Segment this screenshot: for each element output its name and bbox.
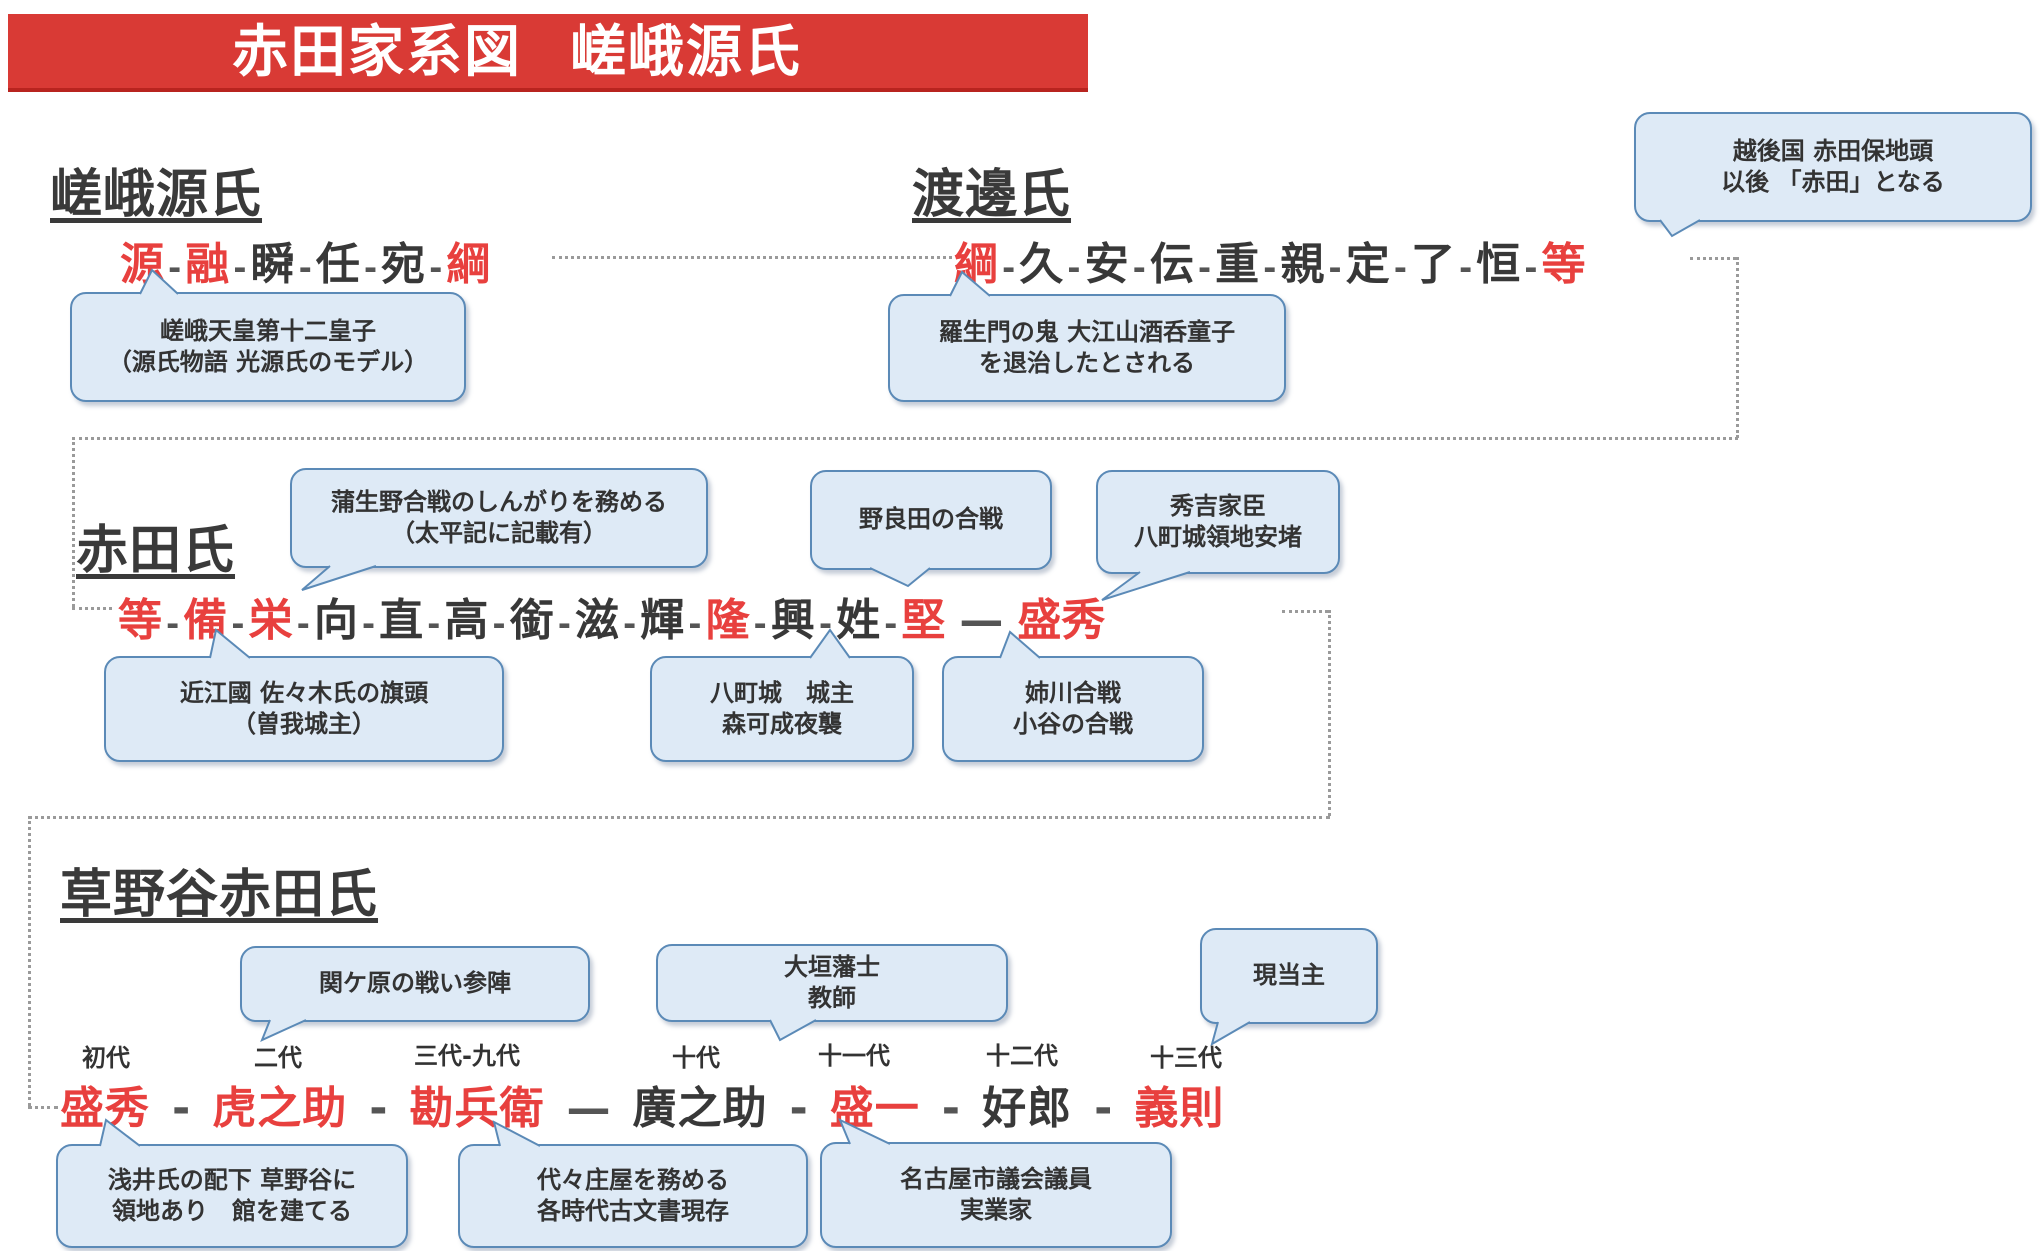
name-shige: 重 bbox=[1215, 239, 1260, 290]
note-azai: 浅井氏の配下 草野谷に 領地あり 館を建てる bbox=[56, 1144, 408, 1248]
gen-label: 二代 bbox=[254, 1044, 302, 1072]
name-chika: 親 bbox=[1280, 239, 1325, 290]
connector-line bbox=[28, 816, 31, 1106]
name-yoshiro: 好郎 bbox=[982, 1083, 1073, 1134]
heading-kusanoya-akada: 草野谷赤田氏 bbox=[60, 865, 379, 925]
note-shoya: 代々庄屋を務める 各時代古文書現存 bbox=[458, 1144, 808, 1248]
name-den: 伝 bbox=[1149, 239, 1194, 290]
name-moriichi: 盛一 bbox=[829, 1083, 920, 1134]
note-gamo: 蒲生野合戦のしんがりを務める （太平記に記載有） bbox=[290, 468, 708, 568]
connector-line bbox=[28, 1106, 58, 1109]
lineage-watanabe: 綱-久-安-伝-重-親-定-了-恒-等 bbox=[954, 239, 1586, 290]
note-nagoya: 名古屋市議会議員 実業家 bbox=[820, 1142, 1172, 1248]
name-sakae: 栄 bbox=[248, 595, 293, 646]
name-sonae: 備 bbox=[183, 595, 228, 646]
name-hironosuke: 廣之助 bbox=[632, 1083, 768, 1134]
name-hisa: 久 bbox=[1019, 239, 1064, 290]
name-yoshinori: 義則 bbox=[1134, 1083, 1225, 1134]
heading-watanabe: 渡邊氏 bbox=[912, 165, 1072, 225]
gen-label: 十一代 bbox=[818, 1042, 890, 1070]
note-saga-emperor: 嵯峨天皇第十二皇子 （源氏物語 光源氏のモデル） bbox=[70, 292, 466, 402]
title-part2: 嵯峨源氏 bbox=[570, 20, 802, 85]
name-hitoshi-a: 等 bbox=[118, 595, 162, 646]
name-tsuna: 綱 bbox=[446, 239, 491, 290]
tail-echigo bbox=[1659, 219, 1701, 238]
lineage-kusanoya: 盛秀-虎之助-勘兵衛—廣之助-盛一-好郎-義則 bbox=[60, 1083, 1225, 1134]
name-morihide: 盛秀 bbox=[1017, 595, 1106, 646]
name-toru: 融 bbox=[185, 239, 230, 290]
note-hideyoshi: 秀吉家臣 八町城領地安堵 bbox=[1096, 470, 1340, 574]
connector-line bbox=[1282, 610, 1328, 613]
note-echigo: 越後国 赤田保地頭 以後 「赤田」となる bbox=[1634, 112, 2032, 222]
name-hitoshi: 等 bbox=[1541, 239, 1586, 290]
note-sekigahara: 関ケ原の戦い参陣 bbox=[240, 946, 590, 1022]
name-shun: 瞬 bbox=[250, 239, 295, 290]
name-sei: 姓 bbox=[836, 595, 881, 646]
connector-line bbox=[1690, 257, 1736, 260]
note-omi: 近江國 佐々木氏の旗頭 （曽我城主） bbox=[104, 656, 504, 762]
name-kan: 銜 bbox=[509, 595, 554, 646]
gen-label: 十二代 bbox=[986, 1042, 1058, 1070]
tail-sekigahara bbox=[260, 1019, 307, 1042]
connector-line bbox=[28, 816, 1330, 819]
tail-hideyoshi bbox=[1101, 571, 1191, 601]
lineage-akada: 等-備-栄-向-直-高-銜-滋-輝-隆-興-姓-堅—盛秀 bbox=[118, 595, 1106, 646]
title-banner: 赤田家系図嵯峨源氏 bbox=[8, 14, 1088, 92]
connector-line bbox=[1328, 610, 1331, 816]
gen-label: 十三代 bbox=[1150, 1044, 1222, 1072]
name-morihide-1: 盛秀 bbox=[60, 1083, 150, 1134]
name-ryo: 了 bbox=[1410, 239, 1455, 290]
note-anegawa: 姉川合戦 小谷の合戦 bbox=[942, 656, 1204, 762]
note-rashomon: 羅生門の鬼 大江山酒呑童子 を退治したとされる bbox=[888, 294, 1286, 402]
name-toranosuke: 虎之助 bbox=[212, 1083, 348, 1134]
title-part1: 赤田家系図 bbox=[232, 20, 522, 85]
name-tsune: 恒 bbox=[1476, 239, 1521, 290]
connector-line bbox=[1736, 257, 1739, 438]
name-ate: 宛 bbox=[381, 239, 426, 290]
name-mukai: 向 bbox=[313, 595, 358, 646]
tail-ogaki bbox=[769, 1019, 817, 1042]
name-nao: 直 bbox=[379, 595, 424, 646]
gen-label: 三代-九代 bbox=[414, 1042, 520, 1070]
connector-line bbox=[552, 256, 952, 259]
name-oki: 興 bbox=[770, 595, 815, 646]
lineage-saga: 源-融-瞬-任-宛-綱 bbox=[120, 239, 491, 290]
name-takashi: 隆 bbox=[705, 595, 750, 646]
name-tsuna-w: 綱 bbox=[954, 239, 998, 290]
name-kanbee: 勘兵衛 bbox=[409, 1083, 545, 1134]
name-minamoto: 源 bbox=[120, 239, 164, 290]
heading-akada: 赤田氏 bbox=[76, 521, 236, 581]
note-norada: 野良田の合戦 bbox=[810, 470, 1052, 570]
note-ogaki: 大垣藩士 教師 bbox=[656, 944, 1008, 1022]
name-teru: 輝 bbox=[640, 595, 685, 646]
gen-label: 十代 bbox=[672, 1044, 720, 1072]
name-nin: 任 bbox=[315, 239, 360, 290]
connector-line bbox=[72, 437, 1738, 440]
note-toshu: 現当主 bbox=[1200, 928, 1378, 1024]
name-shigeru: 滋 bbox=[574, 595, 619, 646]
connector-line bbox=[72, 437, 75, 607]
name-sada: 定 bbox=[1345, 239, 1390, 290]
note-hacchojo: 八町城 城主 森可成夜襲 bbox=[650, 656, 914, 762]
name-ken: 堅 bbox=[901, 595, 946, 646]
heading-saga-genji: 嵯峨源氏 bbox=[50, 165, 263, 225]
gen-label: 初代 bbox=[82, 1044, 130, 1072]
name-yasu: 安 bbox=[1084, 239, 1129, 290]
name-taka: 高 bbox=[444, 595, 489, 646]
connector-line bbox=[72, 607, 112, 610]
